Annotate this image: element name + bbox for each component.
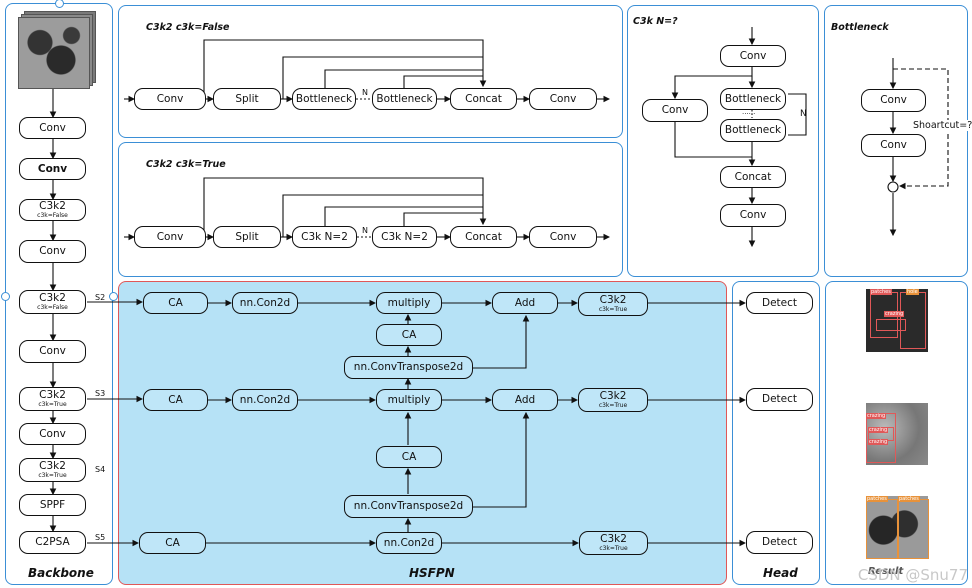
backbone-node-2: Conv (19, 158, 86, 180)
backbone-node-4: Conv (19, 240, 86, 263)
result1-tag-3: crazing (884, 311, 905, 317)
input-image (18, 11, 96, 89)
hsfpn-r1-conv: nn.Con2d (232, 292, 298, 314)
hsfpn-r1-multiply: multiply (376, 292, 442, 314)
c3k2f-conv-in: Conv (134, 88, 206, 110)
handle-left (1, 292, 10, 301)
result1-tag-1: patches (870, 289, 892, 295)
backbone-label: Backbone (28, 566, 94, 580)
hsfpn-label: HSFPN (409, 566, 455, 580)
c3k2f-conv-out: Conv (529, 88, 597, 110)
c3k2f-split: Split (213, 88, 281, 110)
hsfpn-r2-multiply: multiply (376, 389, 442, 411)
hsfpn-r1-add: Add (492, 292, 558, 314)
c3k2f-bottleneck-1: Bottleneck (292, 88, 356, 110)
handle-right (109, 292, 118, 301)
hsfpn-r2-conv: nn.Con2d (232, 389, 298, 411)
c3k2t-conv-in: Conv (134, 226, 206, 248)
backbone-node-6: Conv (19, 340, 86, 363)
bottleneck-conv-2: Conv (861, 134, 926, 157)
backbone-node-8: Conv (19, 423, 86, 445)
hsfpn-r1-ca: CA (143, 292, 208, 314)
bottleneck-conv-1: Conv (861, 89, 926, 112)
result2-tag-3: crazing (868, 439, 889, 445)
c3k2f-n-label: N (362, 88, 368, 97)
c3k-conv-out: Conv (720, 204, 786, 227)
c3k2t-c3k-1: C3k N=2 (292, 226, 357, 248)
c3k2t-split: Split (213, 226, 281, 248)
result3-tag-2: patches (898, 496, 920, 502)
scale-label-s3: S3 (95, 389, 106, 398)
result-image-1: patches hole crazing (866, 289, 928, 352)
hsfpn-r2-ca: CA (143, 389, 208, 411)
watermark: CSDN @Snu77 (857, 566, 968, 584)
backbone-node-11: C2PSA (19, 531, 86, 554)
c3k-conv-side: Conv (642, 99, 708, 122)
bottleneck-title: Bottleneck (831, 22, 889, 33)
backbone-node-10: SPPF (19, 494, 86, 516)
c3k2t-conv-out: Conv (529, 226, 597, 248)
result1-tag-2: hole (906, 289, 919, 295)
c3k-bottleneck-1: Bottleneck (720, 88, 786, 110)
head-detect-3: Detect (746, 531, 813, 554)
hsfpn-r2-add: Add (492, 389, 558, 411)
hsfpn-m1-ca: CA (376, 324, 442, 346)
backbone-node-1: Conv (19, 117, 86, 139)
c3k-title: C3k N=? (633, 16, 678, 27)
result-image-3: patches patches (866, 496, 929, 559)
c3k-n-label: N (800, 109, 807, 119)
result-image-2: crazing crazing crazing (866, 403, 928, 465)
c3k2f-concat: Concat (450, 88, 517, 110)
c3k-conv-top: Conv (720, 45, 786, 67)
c3k2t-concat: Concat (450, 226, 517, 248)
c3k2-false-title: C3k2 c3k=False (146, 22, 230, 33)
result2-tag-2: crazing (868, 427, 889, 433)
hsfpn-m1-transpose: nn.ConvTranspose2d (344, 356, 473, 379)
shortcut-label: Shoartcut=? (913, 120, 972, 131)
c3k-concat: Concat (720, 166, 786, 188)
handle-top (55, 0, 64, 8)
scale-label-s5: S5 (95, 533, 106, 542)
c3k2f-bottleneck-2: Bottleneck (372, 88, 437, 110)
c3k2-true-title: C3k2 c3k=True (146, 159, 226, 170)
scale-label-s4: S4 (95, 465, 106, 474)
result-label: Result (868, 566, 904, 577)
head-label: Head (763, 566, 798, 580)
c3k-dots: ...... (742, 108, 756, 116)
hsfpn-r3-conv: nn.Con2d (376, 532, 442, 554)
hsfpn-r3-ca: CA (139, 532, 206, 554)
head-detect-2: Detect (746, 388, 813, 411)
c3k-bottleneck-2: Bottleneck (720, 119, 786, 142)
hsfpn-m2-transpose: nn.ConvTranspose2d (344, 495, 473, 518)
head-detect-1: Detect (746, 292, 813, 314)
scale-label-s2: S2 (95, 293, 106, 302)
c3k2t-c3k-2: C3k N=2 (372, 226, 437, 248)
result2-tag-1: crazing (866, 413, 887, 419)
hsfpn-m2-ca: CA (376, 446, 442, 468)
result3-tag-1: patches (866, 496, 888, 502)
c3k2t-n-label: N (362, 226, 368, 235)
